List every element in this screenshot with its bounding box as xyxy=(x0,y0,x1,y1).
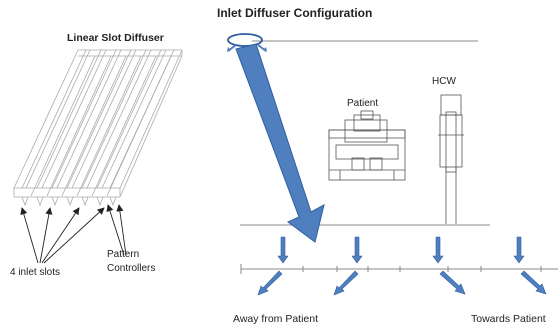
diagram-title: Inlet Diffuser Configuration xyxy=(217,6,372,20)
hcw-figure xyxy=(438,94,464,224)
patient-figure xyxy=(328,110,406,181)
linear-slot-diffuser-title: Linear Slot Diffuser xyxy=(67,32,164,44)
ceiling-diffuser-icon xyxy=(227,33,267,52)
away-from-patient-label: Away from Patient xyxy=(233,313,318,325)
diffuser-baseline xyxy=(240,264,558,274)
inlet-slots-label: 4 inlet slots xyxy=(10,267,60,278)
away-arrows xyxy=(257,236,363,296)
towards-patient-label: Towards Patient xyxy=(471,313,546,325)
linear-slot-diffuser-drawing xyxy=(13,49,183,207)
patient-label: Patient xyxy=(347,98,378,109)
hcw-label: HCW xyxy=(432,76,456,87)
main-airflow-arrow xyxy=(235,43,325,243)
towards-arrows xyxy=(432,236,547,295)
pattern-controller-pointers xyxy=(106,204,127,256)
controllers-label: Controllers xyxy=(107,263,155,274)
pattern-label: Pattern xyxy=(107,249,139,260)
inlet-slot-pointers xyxy=(20,207,105,264)
